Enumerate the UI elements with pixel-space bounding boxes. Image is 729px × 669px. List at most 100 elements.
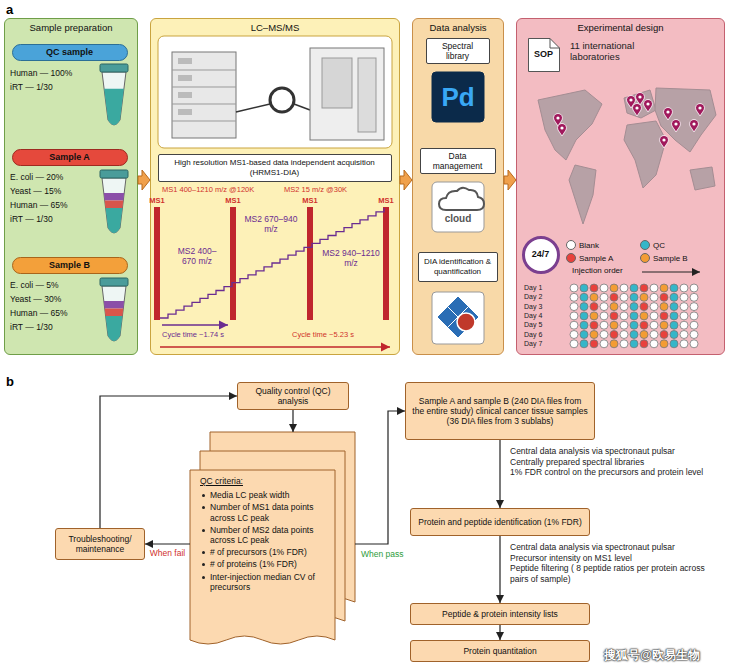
edge-label: When fail: [150, 548, 185, 558]
lc-system: [172, 52, 236, 138]
bullet-dot: [202, 551, 205, 554]
injection-dot: [570, 303, 578, 311]
annotation-text: Centrally prepared spectral libraries: [510, 457, 715, 468]
injection-dot: [670, 303, 678, 311]
injection-dot: [680, 340, 688, 348]
injection-dot: [680, 293, 688, 301]
annotation-text: Central data analysis via spectronaut pu…: [510, 542, 715, 553]
injection-dot: [580, 303, 588, 311]
injection-dot: [690, 331, 698, 339]
label: MS2 15 m/z @30K: [284, 185, 347, 194]
legend-item: QC: [640, 240, 665, 250]
injection-dot: [590, 321, 598, 329]
label: 11 international laboratories: [570, 40, 680, 63]
box-text: Sample A: [49, 152, 90, 163]
injection-dot: [670, 312, 678, 320]
injection-dot: [570, 293, 578, 301]
criteria-text: Number of MS2 data points across LC peak: [210, 525, 329, 545]
box-text: Peptide & protein intensity lists: [442, 609, 558, 619]
connector: [100, 396, 237, 528]
injection-dot: [610, 312, 618, 320]
injection-dot: [590, 293, 598, 301]
legend-swatch: [640, 240, 650, 250]
criteria-text: # of proteins (1% FDR): [210, 559, 297, 569]
injection-dot: [650, 321, 658, 329]
label: Day 1: [524, 284, 542, 291]
box-text: High resolution MS1-based data independe…: [163, 158, 387, 177]
legend-text: QC: [653, 241, 665, 250]
lab-pin-dot: [646, 102, 649, 105]
criteria-item: Number of MS1 data points across LC peak: [200, 502, 329, 522]
sample-pill: Sample A: [12, 149, 128, 166]
criteria-title: QC criteria:: [200, 476, 329, 486]
box-text: 24/7: [532, 249, 550, 260]
ms1-bar: [383, 207, 389, 320]
injection-dot: [590, 303, 598, 311]
column-coil: [270, 88, 294, 112]
process-box: Peptide & protein intensity lists: [410, 603, 590, 625]
lab-pin-dot: [638, 95, 641, 98]
injection-dot: [610, 331, 618, 339]
legend-text: Sample A: [579, 254, 613, 263]
injection-dot: [600, 284, 608, 292]
label: Yeast — 30%: [10, 294, 61, 304]
dia-tool-circle: [457, 313, 475, 331]
injection-dot: [670, 321, 678, 329]
label: MS1: [301, 196, 319, 205]
label: iRT — 1/30: [10, 214, 53, 224]
label: 搜狐号@欧易生物: [604, 648, 700, 662]
injection-dot: [670, 284, 678, 292]
injection-dot: [580, 321, 588, 329]
tube-body: [102, 72, 126, 125]
box-text: DIA identification & quantification: [423, 257, 493, 276]
box-text: Protein quantitation: [463, 646, 536, 656]
continent: [624, 90, 656, 118]
injection-dot: [630, 284, 638, 292]
flow-arrow: [504, 170, 516, 190]
injection-dot: [640, 340, 648, 348]
box-text: Spectral library: [431, 41, 485, 61]
injection-dot: [660, 340, 668, 348]
injection-dot: [600, 303, 608, 311]
mass-spectrometer: [310, 48, 384, 140]
criteria-item: Number of MS2 data points across LC peak: [200, 525, 329, 545]
tube-liquid: [104, 193, 124, 201]
injection-dot: [630, 303, 638, 311]
injection-dot: [620, 293, 628, 301]
label: Yeast — 15%: [10, 186, 61, 196]
annotation-text: Precursor intensity on MS1 level: [510, 553, 715, 564]
injection-dot: [660, 321, 668, 329]
lc-module-line: [172, 70, 236, 71]
injection-dot: [640, 293, 648, 301]
bullet-dot: [202, 529, 205, 532]
injection-dot: [680, 331, 688, 339]
label: Day 7: [524, 340, 542, 347]
injection-dot: [630, 312, 638, 320]
criteria-text: Number of MS1 data points across LC peak: [210, 502, 329, 522]
injection-dot: [590, 340, 598, 348]
tool-box: Data management: [420, 148, 496, 174]
label: Day 2: [524, 293, 542, 300]
tube-cap: [100, 170, 128, 178]
injection-dot: [620, 303, 628, 311]
tube-liquid: [106, 208, 123, 233]
tube-liquid: [104, 301, 124, 309]
annotation-text: 1% FDR control on the precursors and pro…: [510, 467, 715, 478]
connector: [499, 625, 500, 640]
sample-pill: QC sample: [12, 44, 128, 61]
lab-pin-dot: [662, 138, 665, 141]
label: a: [6, 2, 13, 18]
injection-dot: [580, 293, 588, 301]
connector: [499, 440, 500, 508]
injection-dot: [680, 303, 688, 311]
injection-dot: [690, 303, 698, 311]
label: Human — 65%: [10, 308, 68, 318]
lab-pin-dot: [666, 110, 669, 113]
label: MS1 400–1210 m/z @120K: [162, 185, 254, 194]
process-box: Quality control (QC) analysis: [237, 382, 349, 410]
injection-dot: [600, 312, 608, 320]
bullet-dot: [202, 506, 205, 509]
injection-dot: [570, 331, 578, 339]
tube-liquid: [106, 316, 123, 341]
lab-pin: [660, 135, 669, 148]
